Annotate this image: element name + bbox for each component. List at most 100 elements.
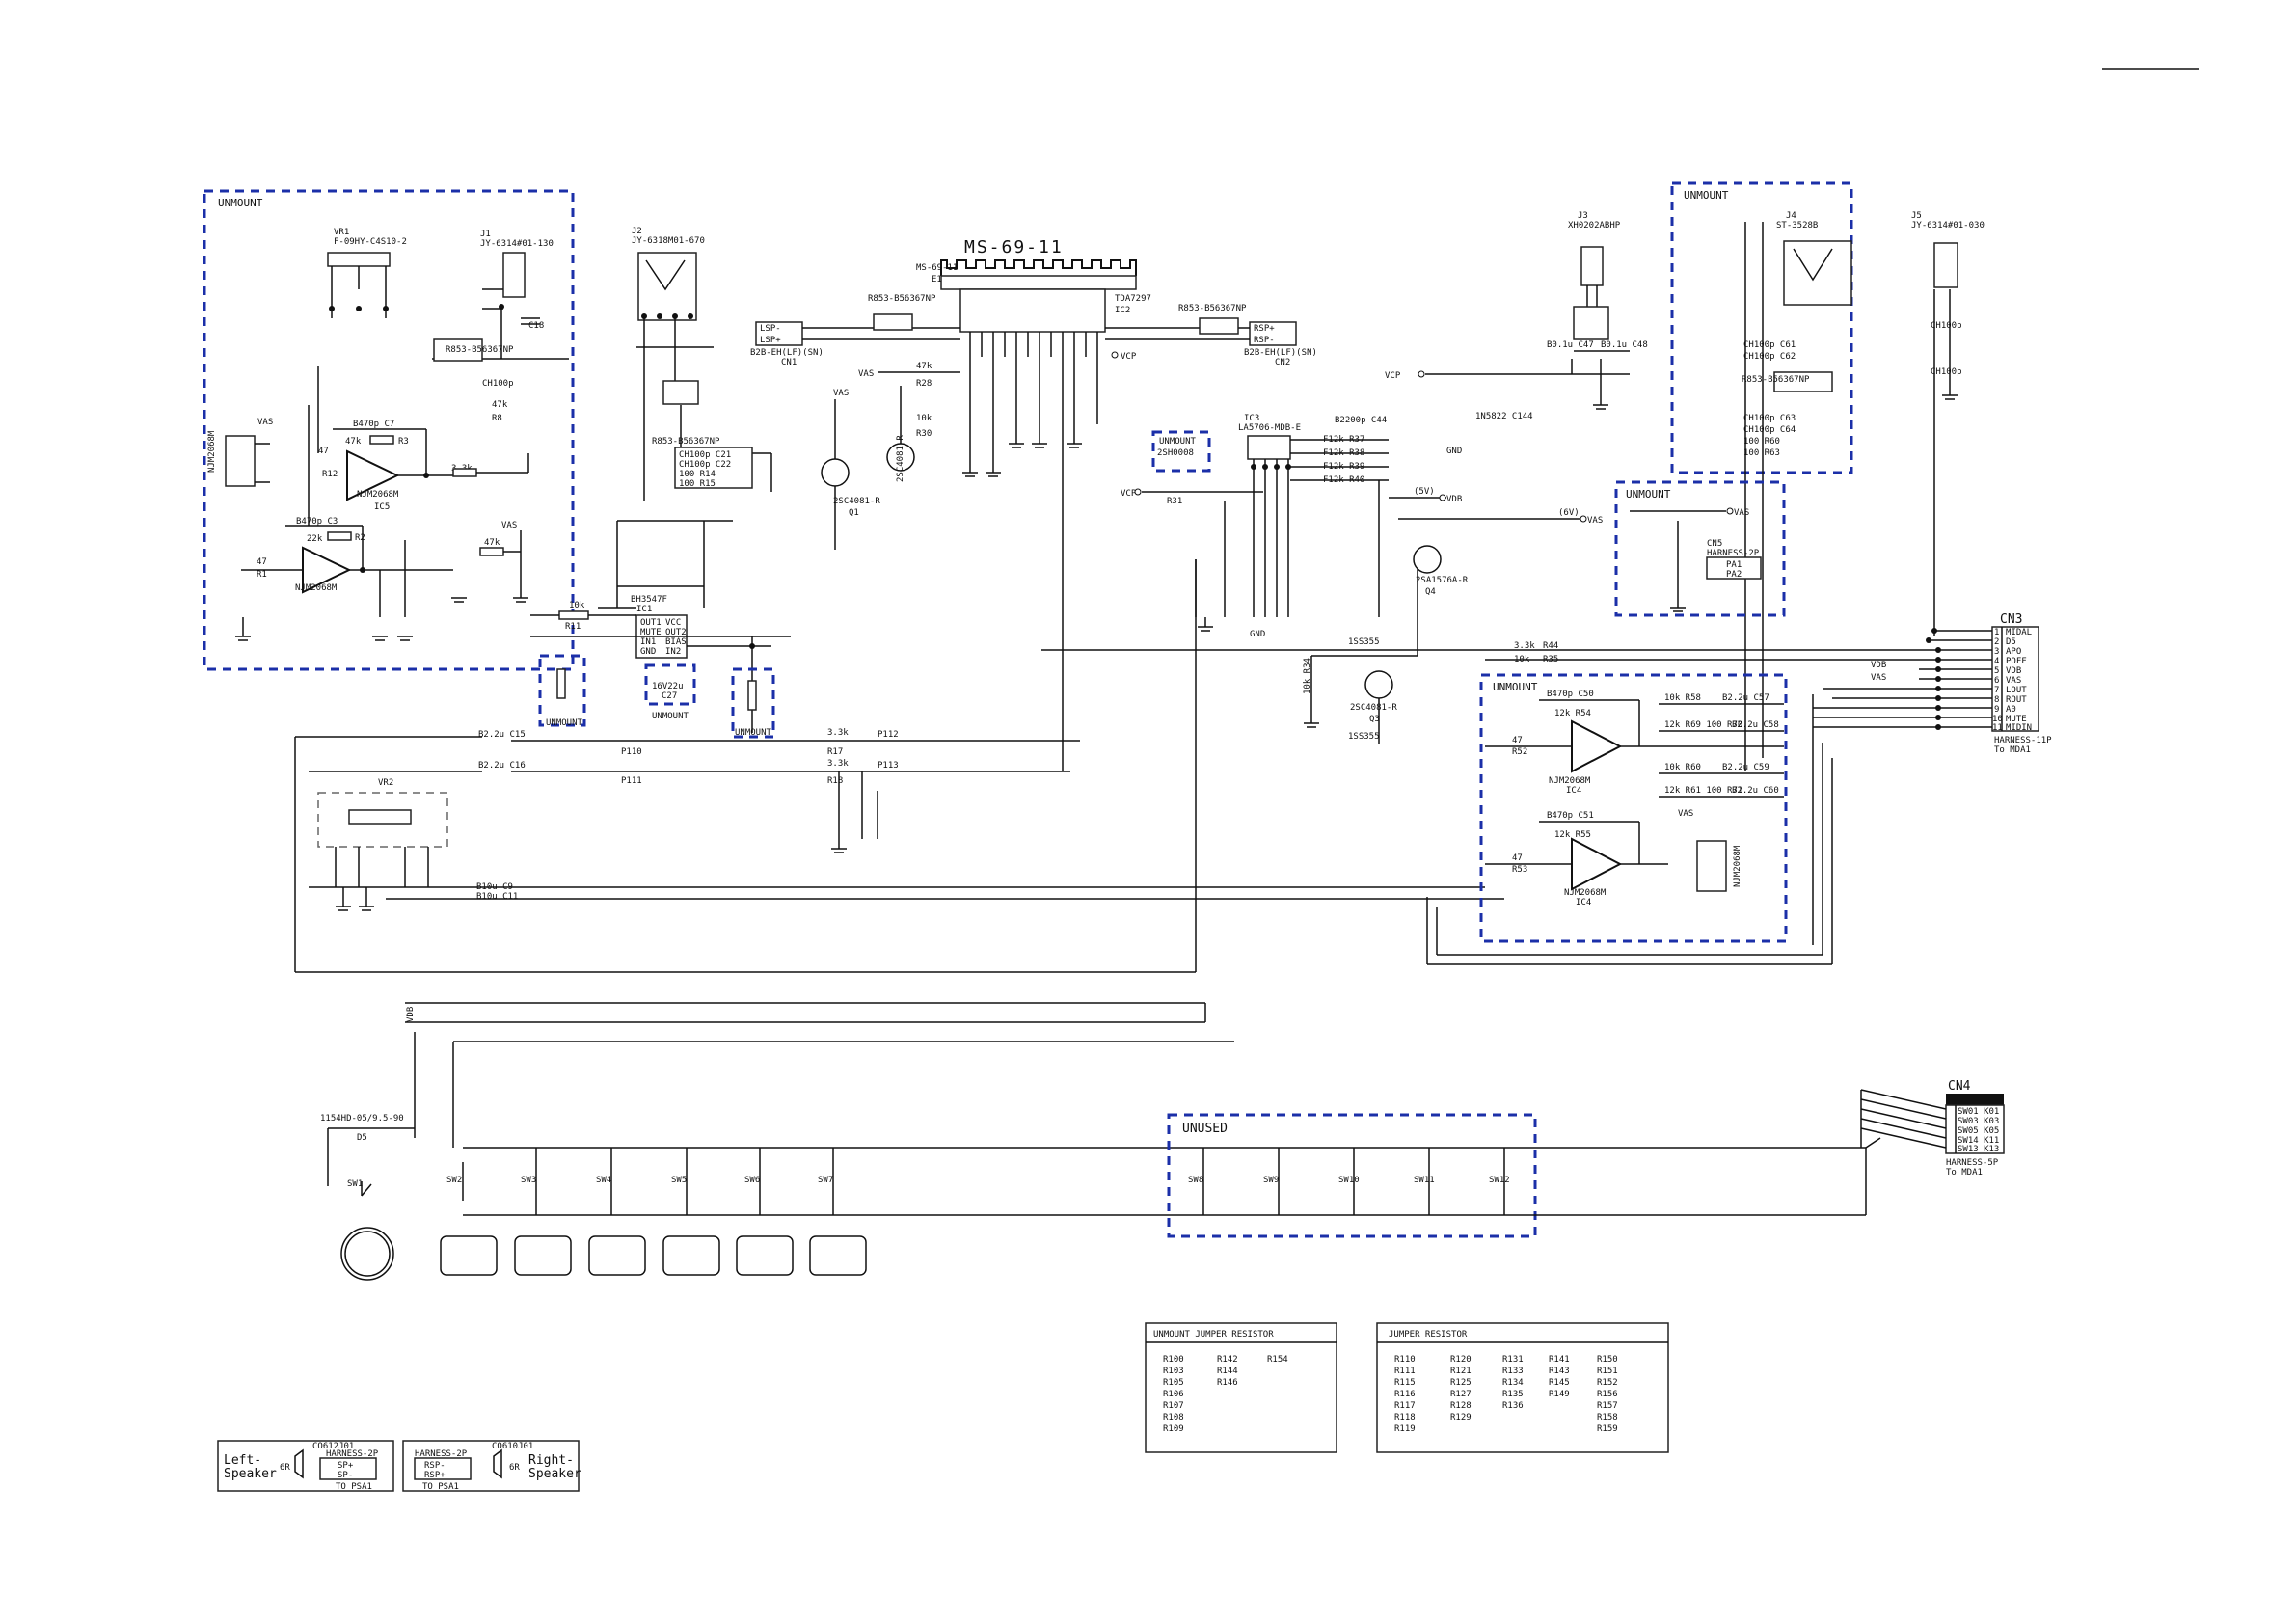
cn5-body	[1706, 556, 1762, 580]
jt-r128: R128	[1450, 1401, 1472, 1411]
svg-text:12k R61 100 R71: 12k R61 100 R71	[1664, 786, 1742, 796]
jt-r119: R119	[1394, 1424, 1416, 1434]
vcp-label-right: VCP	[1385, 371, 1401, 381]
ic4-opamp-b	[1571, 837, 1623, 891]
r31-label: R31	[1167, 497, 1182, 506]
svg-text:11: 11	[1992, 723, 2003, 733]
left-speaker-to: TO PSA1	[336, 1482, 372, 1492]
r7-val: 47k	[484, 538, 500, 548]
d3-part: 1SS355	[1348, 732, 1380, 742]
ic3-ref: IC3	[1244, 414, 1259, 423]
jt-r158: R158	[1597, 1413, 1618, 1422]
ic4-ref-b: IC4	[1576, 898, 1591, 907]
svg-text:10k R58: 10k R58	[1664, 693, 1701, 703]
cn3-leads	[1041, 628, 1992, 730]
r34-lbl: 10k R34	[1303, 658, 1312, 694]
j1-ref: J1	[480, 230, 491, 239]
unmount-r16-frame	[731, 667, 775, 739]
left-speaker-pin-2: SP-	[338, 1471, 353, 1480]
j5-area: J5 JY-6314#01-030 CH100p CH100p	[1911, 211, 1985, 636]
q3-part: 2SC4081-R	[1350, 703, 1397, 713]
button-outline-3	[588, 1235, 646, 1276]
c11-label: B10u C11	[476, 892, 518, 902]
left-speaker-icon	[294, 1448, 304, 1479]
cn3-pin-lout: LOUT	[2006, 686, 2027, 695]
c27-ref: C27	[662, 691, 677, 701]
ic1-pin-vcc: VCC	[665, 618, 681, 628]
j1-body	[502, 252, 526, 298]
j4-ref: J4	[1786, 211, 1796, 221]
ic1-ref: IC1	[636, 605, 652, 614]
button-outline-5	[736, 1235, 794, 1276]
ic2-cap-bank	[962, 434, 1082, 477]
r2-body	[327, 531, 352, 541]
c60-label: B2.2u C60	[1732, 786, 1779, 796]
c27-lbl: 16V22u	[652, 682, 684, 691]
jumper-resistor-table: JUMPER RESISTOR R110 R111 R115 R116 R117…	[1376, 1322, 1669, 1453]
ic5-power-label: NJM2068M	[207, 430, 217, 473]
vcp-label-ic2: VCP	[1121, 352, 1137, 362]
ut-r109: R109	[1163, 1424, 1184, 1434]
cn3-pin-rout: ROUT	[2006, 695, 2027, 705]
cn3-pin-vas: VAS	[2006, 676, 2021, 686]
jt-r157: R157	[1597, 1401, 1618, 1411]
cn4-pin-5: SW13 K13	[1958, 1145, 1999, 1154]
right-speaker-label-a: Right-	[528, 1453, 574, 1468]
unmount-cn5-frame	[1614, 480, 1786, 617]
cn4-pin-3: SW05 K05	[1958, 1126, 1999, 1136]
ic2-pins	[969, 332, 1098, 357]
switch-sw10: SW10	[1338, 1148, 1360, 1215]
j3-body	[1580, 246, 1604, 286]
unmount-2s-sub: 2SH0008	[1157, 448, 1194, 458]
vr1-ref: VR1	[334, 228, 349, 237]
c44-label: B2200p C44	[1335, 416, 1387, 425]
c15-label: B2.2u C15	[478, 730, 526, 740]
c50-label: B470p C50	[1547, 690, 1594, 699]
svg-text:1: 1	[1994, 628, 1999, 637]
svg-text:CH100p C64: CH100p C64	[1743, 425, 1796, 435]
q1-part: 2SC4081-R	[833, 497, 880, 506]
c7-label: B470p C7	[353, 420, 394, 429]
unmount-j4-label: UNMOUNT	[1684, 189, 1729, 202]
switch-sw2: SW2	[446, 1162, 464, 1201]
cn3-pin-poff: POFF	[2006, 657, 2027, 666]
power-bus: VDB 1154HD-05/9.5-90 D5	[320, 1007, 1866, 1186]
r17-val: 3.3k	[827, 728, 849, 738]
cn4-pin-1: SW01 K01	[1958, 1107, 1999, 1117]
res-bank-r37: F12k R37 F12k R38 F12k R39 F12k R40	[1323, 435, 1364, 485]
q4-ref: Q4	[1425, 587, 1436, 597]
unmount-table-frame	[1145, 1322, 1337, 1453]
svg-text:100 R63: 100 R63	[1743, 448, 1780, 458]
r30-ref: R30	[916, 429, 932, 439]
jt-r152: R152	[1597, 1378, 1618, 1388]
left-speaker-label-b: Speaker	[224, 1467, 277, 1481]
c57-label: B2.2u C57	[1722, 693, 1769, 703]
ic2-body	[959, 288, 1106, 333]
cn1-body	[755, 321, 803, 346]
c3-label: B470p C3	[296, 517, 338, 527]
c48-label: B0.1u C48	[1601, 340, 1648, 350]
switch-sw3: SW3	[521, 1148, 537, 1215]
r18-val: 3.3k	[827, 759, 849, 769]
c16-label: B2.2u C16	[478, 761, 526, 771]
r35-ref: R35	[1543, 655, 1558, 664]
cn1-pin-lsp-plus: LSP+	[760, 336, 781, 345]
r2-val: 22k	[307, 534, 323, 544]
j2-part: JY-6318M01-670	[632, 236, 705, 246]
svg-text:5: 5	[1994, 666, 1999, 676]
vr2-body	[348, 809, 412, 825]
j5-body	[1933, 242, 1958, 288]
cn4-header-bar	[1946, 1094, 2004, 1105]
ic5-power-body	[225, 435, 256, 487]
jumper-table-col-1: R110 R111 R115 R116 R117 R118 R119	[1394, 1355, 1416, 1434]
ic3-area: UNMOUNT 2SH0008 VCP R31 IC3 LA5706-MDB-E…	[1121, 370, 1630, 744]
ic4-opamp-a	[1571, 719, 1623, 773]
cn3-pin-midal: MIDAL	[2006, 628, 2032, 637]
left-speaker-label-a: Left-	[224, 1453, 261, 1468]
heatsink-sub: MS-69-11	[916, 263, 958, 273]
vr2-frame	[317, 792, 448, 848]
sw6-label: SW6	[744, 1176, 760, 1185]
jumper-table-frame	[1376, 1322, 1669, 1453]
